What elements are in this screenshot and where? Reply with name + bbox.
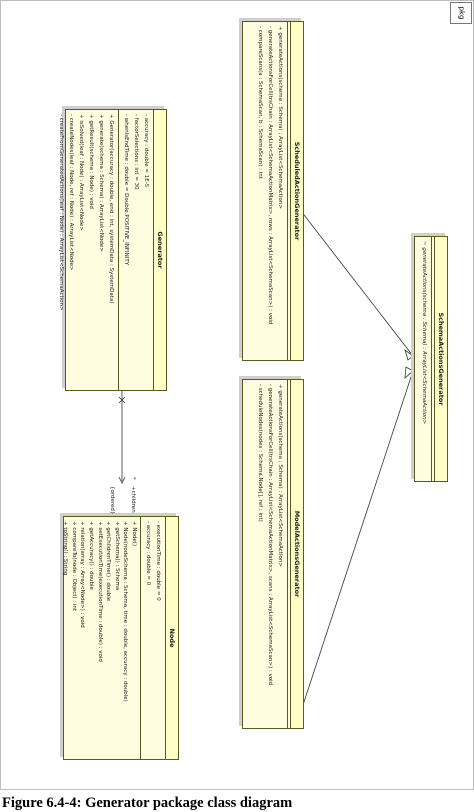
operation: + Node(nodeSchema : Schema, time : doubl…: [122, 521, 129, 702]
operation: + Generator(accuracy : double, end : int…: [108, 114, 114, 304]
association-role: +children: [130, 486, 136, 513]
operation: + relation(array : Array<Node>) : void: [79, 521, 86, 628]
operation: + getSchema() : Schema: [113, 521, 120, 591]
realization-arrowhead: [404, 366, 414, 379]
operation: - compareScans(a : SchemaScan, b : Schem…: [257, 26, 263, 179]
class-operations: ~ generateActions(schema : Schema) : Arr…: [417, 237, 431, 481]
operation: + generateActions(schema : Schema) : Arr…: [277, 384, 283, 567]
operation: + getChildrenTime() : double: [105, 521, 112, 602]
class-operations: + generateActions(schema : Schema) : Arr…: [253, 22, 287, 360]
attribute: - accuracy : double = 0: [145, 521, 151, 586]
operation: + Node(): [131, 521, 137, 547]
class-node[interactable]: Node - executionTime : double = 0 - accu…: [62, 516, 179, 760]
operation: ~ generateActions(schema : Schema) : Arr…: [421, 241, 427, 425]
operation: - generateActionsForCell(trsChain : Arra…: [267, 384, 273, 686]
class-operations: + generateActions(schema : Schema) : Arr…: [253, 380, 287, 728]
package-tab-label: pkg: [456, 6, 465, 20]
class-model-actions-generator[interactable]: ModelActionsGenerator + generateActions(…: [242, 379, 304, 729]
realization-line-scheduled: [300, 210, 414, 357]
class-schema-actions-generator[interactable]: SchemaActionsGenerator ~ generateActions…: [414, 236, 448, 482]
class-diagram: pkg SchemaActionsGenerator ~ generateAct…: [0, 0, 474, 790]
class-attributes: [287, 380, 290, 728]
operation: + generateActions(schema : Schema) : Arr…: [277, 26, 283, 209]
attribute: - whenIsEndTime : double = Double.POSITI…: [123, 114, 129, 266]
operation: + toString() : String: [62, 521, 69, 576]
operation: + generate(schema : Schema) : ArrayList<…: [98, 114, 104, 252]
attribute: - executionTime : double = 0: [155, 521, 161, 601]
realization-arrowhead: [404, 348, 414, 361]
figure-caption: Figure 6.4-4: Generator package class di…: [2, 795, 293, 811]
realization-line-model: [300, 370, 414, 712]
attribute: - accuracy : double = 1E-5: [143, 114, 149, 188]
operation: + getAccuracy() : double: [88, 521, 95, 590]
operation: + compareTo(node : Object) : int: [70, 521, 77, 612]
operation: + getResult(schema : Node) : void: [88, 114, 94, 209]
operation: - createNodes(leaf : Node, ref : Node) :…: [68, 114, 74, 271]
class-name: ModelActionsGenerator: [290, 380, 303, 728]
operation: - createFromGeneratedActions(leaf : Node…: [58, 114, 64, 311]
class-attributes: - executionTime : double = 0 - accuracy …: [140, 517, 165, 759]
association-x-mark: [118, 396, 126, 404]
association-multiplicity: *: [130, 477, 136, 480]
class-attributes: - accuracy : double = 1E-5 - factorSelec…: [118, 110, 153, 390]
operation: - generateActionsForCell(trsChain : Arra…: [267, 26, 273, 325]
association-arrowhead: [118, 476, 126, 484]
class-generator[interactable]: Generator - accuracy : double = 1E-5 - f…: [58, 109, 167, 391]
class-attributes: [287, 22, 290, 360]
association-constraint: {ordered}: [109, 486, 115, 515]
package-tab: pkg: [450, 2, 472, 24]
class-name: Generator: [153, 110, 166, 390]
class-name: ScheduledActionGenerator: [290, 22, 303, 360]
class-operations: + Generator(accuracy : double, end : int…: [54, 110, 118, 390]
class-scheduled-action-generator[interactable]: ScheduledActionGenerator + generateActio…: [242, 21, 304, 361]
class-name: SchemaActionsGenerator: [434, 237, 447, 481]
operation: + setExecutionTime(executionTime : doubl…: [96, 521, 103, 662]
class-attributes: [431, 237, 434, 481]
operation: + isSolved(leaf : Node) : ArrayList<Node…: [78, 114, 84, 231]
attribute: - factorSelections : int = 30: [133, 114, 139, 190]
relationship-lines: [118, 210, 414, 712]
operation: - scheduleNodes(nodes : Schema.Node[], r…: [257, 384, 263, 522]
class-operations: + Node() + Node(nodeSchema : Schema, tim…: [59, 517, 140, 759]
class-name: Node: [165, 517, 178, 759]
